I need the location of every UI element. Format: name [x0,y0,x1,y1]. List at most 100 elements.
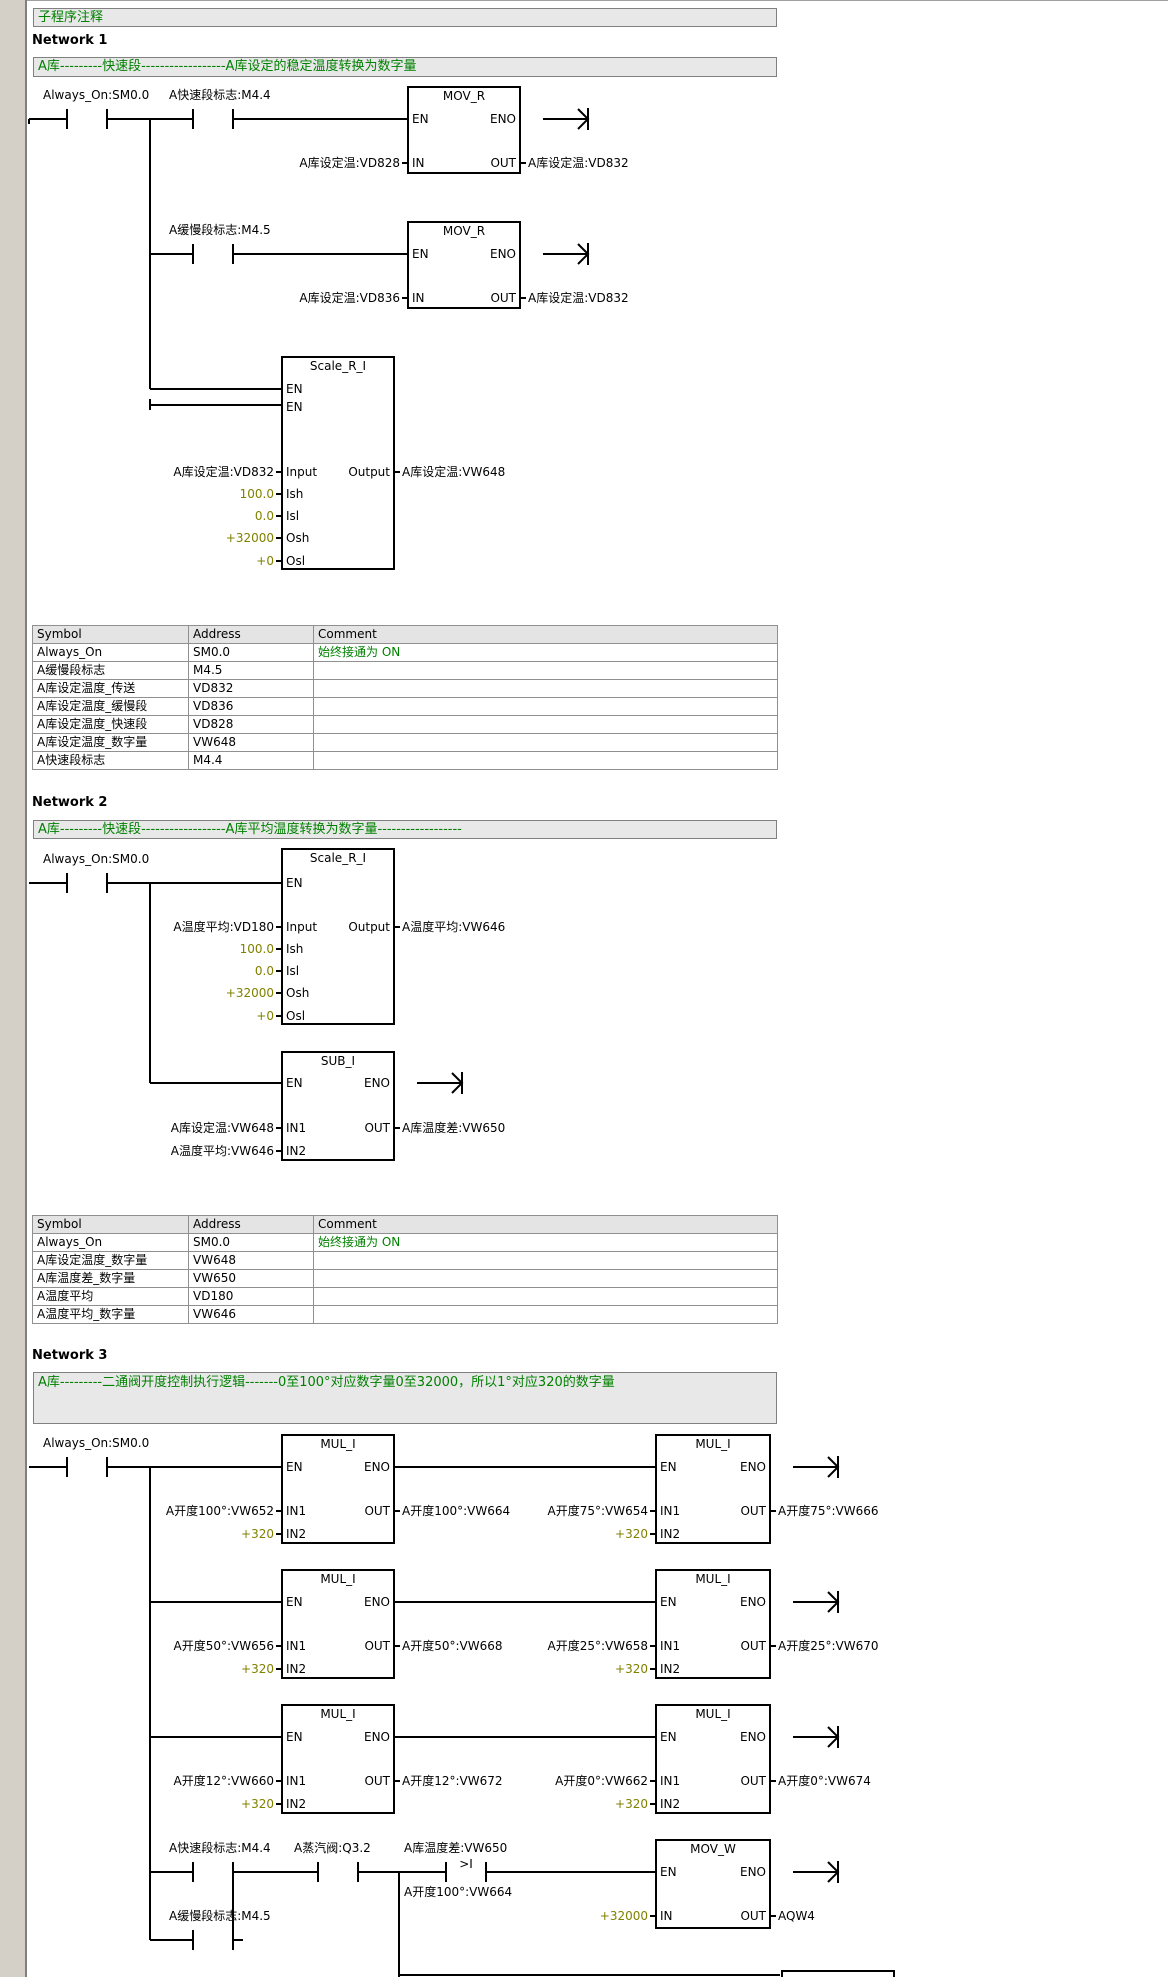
contact-fast-flag[interactable]: A快速段标志:M4.4 [169,87,271,102]
mul-i-box[interactable] [281,1434,395,1544]
parameter-value[interactable]: A开度12°:VW672 [402,1773,503,1788]
network-2-title[interactable]: Network 2 [32,795,108,810]
contact-fast-flag-3[interactable]: A快速段标志:M4.4 [169,1840,271,1855]
parameter-value[interactable]: A库温度差:VW650 [402,1120,505,1135]
contact-always-on[interactable]: Always_On:SM0.0 [43,88,149,102]
network-2-comment[interactable]: A库---------快速段------------------A库平均温度转换… [33,820,777,839]
parameter-value[interactable]: A库设定温:VD836 [299,290,400,305]
parameter-value[interactable]: AQW4 [778,1909,815,1923]
parameter-value[interactable]: A开度50°:VW668 [402,1638,503,1653]
pin-label: ENO [740,1460,766,1474]
compare-symbol: >I [459,1857,473,1871]
parameter-value[interactable]: +320 [241,1527,274,1541]
box-title: MUL_I [695,1707,730,1721]
box-title: Scale_R_I [310,851,366,865]
pin-label: OUT [740,1504,766,1518]
parameter-value[interactable]: +320 [241,1662,274,1676]
mov-r-box-1[interactable] [407,86,521,174]
parameter-value[interactable]: A开度0°:VW674 [778,1773,871,1788]
pin-label: EN [660,1865,677,1879]
parameter-value[interactable]: +320 [615,1797,648,1811]
parameter-value[interactable]: +32000 [600,1909,648,1923]
pin-label: Isl [286,509,299,523]
parameter-value[interactable]: +320 [241,1797,274,1811]
parameter-value[interactable]: A开度50°:VW656 [173,1638,274,1653]
column-header-comment[interactable]: Comment [313,625,778,644]
pin-label: IN2 [660,1662,680,1676]
contact-always-on-3[interactable]: Always_On:SM0.0 [43,1436,149,1450]
compare-operand[interactable]: A库温度差:VW650 [404,1840,507,1855]
pin-label: EN [286,400,303,414]
parameter-value[interactable]: A开度75°:VW666 [778,1503,879,1518]
scale-r-i-box-2[interactable] [281,848,395,1025]
sub-i-box[interactable] [281,1051,395,1161]
network-1-title[interactable]: Network 1 [32,33,108,48]
parameter-value[interactable]: A开度25°:VW658 [547,1638,648,1653]
program-comment[interactable]: 子程序注释 [33,8,777,27]
parameter-value[interactable]: A开度12°:VW660 [173,1773,274,1788]
address-cell: M4.4 [188,751,314,770]
contact-always-on-2[interactable]: Always_On:SM0.0 [43,852,149,866]
parameter-value[interactable]: +0 [256,1009,274,1023]
mul-i-box[interactable] [281,1704,395,1814]
mul-i-box[interactable] [281,1569,395,1679]
parameter-value[interactable]: A库设定温:VW648 [171,1120,274,1135]
parameter-value[interactable]: A开度100°:VW664 [402,1503,510,1518]
contact-slow-flag-3[interactable]: A缓慢段标志:M4.5 [169,1908,271,1923]
network-3-title[interactable]: Network 3 [32,1348,108,1363]
pin-label: Ish [286,487,303,501]
parameter-value[interactable]: A库设定温:VD832 [528,155,629,170]
contact-slow-flag[interactable]: A缓慢段标志:M4.5 [169,222,271,237]
parameter-value[interactable]: A开度25°:VW670 [778,1638,879,1653]
pin-label: ENO [364,1595,390,1609]
box-title: MUL_I [695,1572,730,1586]
column-header-address[interactable]: Address [188,625,314,644]
parameter-value[interactable]: 100.0 [240,487,274,501]
mul-i-box[interactable] [655,1704,771,1814]
parameter-value[interactable]: A库设定温:VD832 [528,290,629,305]
parameter-value[interactable]: A库设定温:VW648 [402,464,505,479]
parameter-value[interactable]: A温度平均:VW646 [171,1143,274,1158]
parameter-value[interactable]: A开度100°:VW652 [166,1503,274,1518]
mov-r-box-2[interactable] [407,221,521,309]
parameter-value[interactable]: +32000 [226,531,274,545]
mul-i-box[interactable] [655,1434,771,1544]
parameter-value[interactable]: +320 [615,1527,648,1541]
parameter-value[interactable]: A库设定温:VD832 [173,464,274,479]
mul-i-box[interactable] [655,1569,771,1679]
column-header-address[interactable]: Address [188,1215,314,1234]
parameter-value[interactable]: 0.0 [255,509,274,523]
pin-label: OUT [490,291,516,305]
parameter-value[interactable]: 0.0 [255,964,274,978]
pin-label: EN [412,247,429,261]
mov-w-box[interactable] [655,1839,771,1929]
column-header-comment[interactable]: Comment [313,1215,778,1234]
parameter-value[interactable]: A开度0°:VW662 [555,1773,648,1788]
contact-steam-valve[interactable]: A蒸汽阀:Q3.2 [294,1840,371,1855]
network-1-comment[interactable]: A库---------快速段------------------A库设定的稳定温… [33,57,777,77]
symbol-cell: A温度平均 [32,1287,189,1306]
parameter-value[interactable]: +320 [615,1662,648,1676]
compare-operand[interactable]: A开度100°:VW664 [404,1884,512,1899]
pin-label: EN [286,382,303,396]
address-cell: SM0.0 [188,643,314,662]
parameter-value[interactable]: +32000 [226,986,274,1000]
parameter-value[interactable]: A温度平均:VD180 [173,919,274,934]
parameter-value[interactable]: +0 [256,554,274,568]
column-header-symbol[interactable]: Symbol [32,625,189,644]
parameter-value[interactable]: A温度平均:VW646 [402,919,505,934]
parameter-value[interactable]: 100.0 [240,942,274,956]
scale-r-i-box-1[interactable] [281,356,395,570]
parameter-value[interactable]: A开度75°:VW654 [547,1503,648,1518]
parameter-value[interactable]: A库设定温:VD828 [299,155,400,170]
pin-label: EN [660,1595,677,1609]
network-3-comment[interactable]: A库---------二通阀开度控制执行逻辑-------0至100°对应数字量… [33,1372,777,1424]
